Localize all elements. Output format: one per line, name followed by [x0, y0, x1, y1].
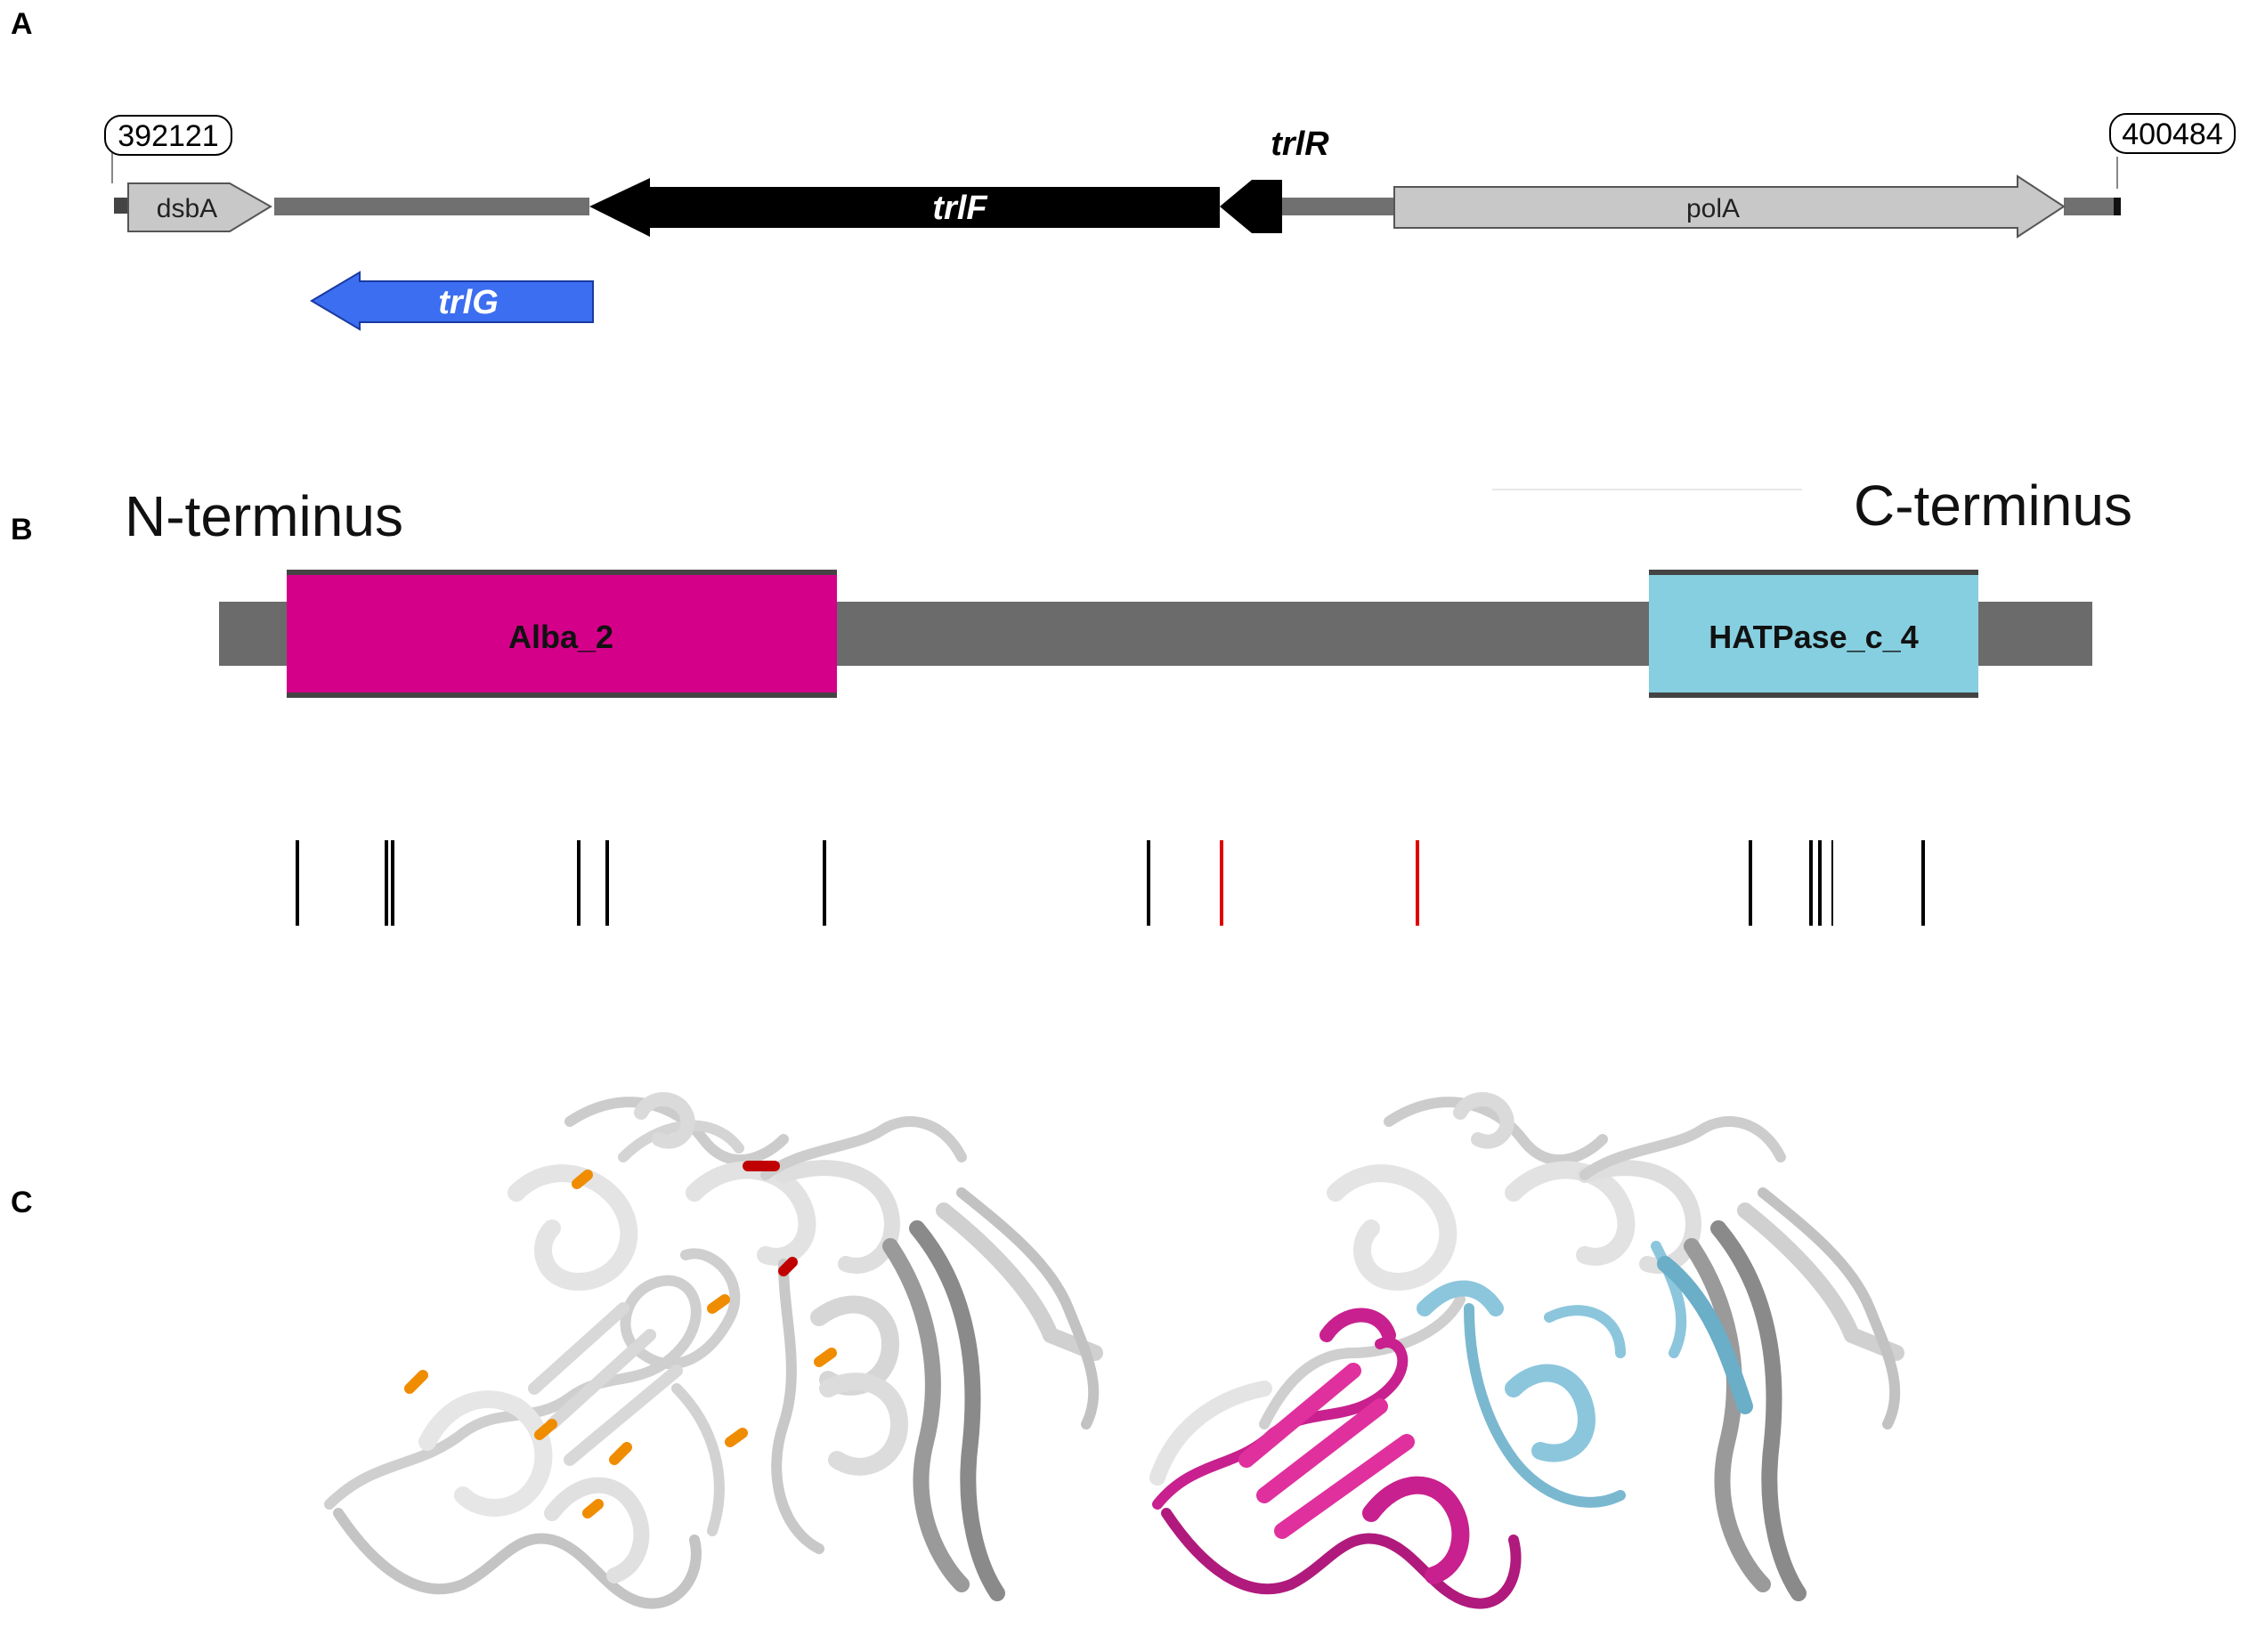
gene-label-trlF: trlF	[932, 190, 988, 227]
panel-label-b: B	[11, 513, 33, 547]
ribbon-sheet-dark	[882, 1238, 970, 1592]
ribbon-sheet-dark	[1710, 1220, 1807, 1601]
gene-label-trlG: trlG	[438, 284, 499, 321]
ribbon-helix	[507, 1164, 638, 1291]
ribbon-hatpase-sheet	[1657, 1256, 1753, 1414]
ribbon-loop	[564, 1097, 789, 1166]
genome-map: 392121 400484 dsbA trlF trlR polA trlG	[104, 113, 2236, 331]
ribbon-loop	[333, 1508, 702, 1609]
ribbon-hatpase-helix	[1505, 1364, 1595, 1462]
n-terminus-label: N-terminus	[125, 484, 403, 548]
ribbon-hatpase-loop	[1544, 1305, 1626, 1358]
ribbon-loop	[671, 1383, 725, 1536]
gene-label-polA: polA	[1686, 194, 1740, 223]
residue-orange	[534, 1419, 557, 1440]
ribbon-loop	[771, 1259, 824, 1554]
domain-alba-bottom-edge	[287, 692, 837, 698]
ribbon-helix	[819, 1373, 908, 1476]
domain-hatpase-bottom-edge	[1649, 692, 1978, 698]
ribbon-sheet-dark	[909, 1220, 1005, 1601]
ribbon-loop	[324, 1248, 741, 1510]
backbone-end-cap	[2114, 198, 2121, 215]
c-terminus-label: C-terminus	[1854, 474, 2132, 538]
ribbon-helix	[634, 1092, 695, 1149]
residue-orange	[572, 1170, 593, 1189]
ribbon-sheet	[936, 1203, 1103, 1361]
ribbon-loop	[1384, 1097, 1608, 1166]
ribbon-sheet	[528, 1302, 683, 1466]
protein-structure-right	[1149, 1092, 1904, 1609]
gene-arrow-trlR	[1220, 180, 1282, 233]
ribbon-loop	[1579, 1116, 1786, 1180]
genome-backbone	[2064, 198, 2117, 215]
start-coord: 392121	[118, 119, 218, 153]
ribbon-helix	[1505, 1161, 1636, 1266]
ribbon-sheet	[1737, 1203, 1904, 1361]
ribbon-alba-loop	[1161, 1508, 1522, 1609]
backbone-start-cap	[114, 198, 128, 214]
ribbon-sheet-dark	[1684, 1238, 1771, 1592]
ribbon-loop	[1758, 1187, 1901, 1429]
ribbon-helix	[1327, 1164, 1457, 1291]
end-coord: 400484	[2122, 117, 2222, 151]
ribbon-hatpase-loop	[1464, 1303, 1626, 1508]
ribbon-helix	[686, 1161, 816, 1266]
gene-arrow-polA	[1393, 174, 2066, 239]
variant-marks	[296, 840, 1925, 926]
domain-alba-label: Alba_2	[508, 619, 613, 655]
residue-orange	[707, 1294, 730, 1314]
ribbon-hatpase-helix	[1417, 1280, 1504, 1316]
gene-arrow-trlF	[589, 178, 1220, 237]
gene-label-dsbA: dsbA	[157, 194, 217, 223]
ribbon-helix	[1453, 1092, 1514, 1149]
residue-orange	[725, 1428, 748, 1447]
domain-alba	[287, 570, 837, 698]
genome-backbone	[1282, 198, 1394, 215]
ribbon-helix	[544, 1477, 650, 1583]
domain-hatpase-top-edge	[1649, 570, 1978, 575]
domain-alba-top-edge	[287, 570, 837, 575]
ribbon-loop	[760, 1116, 967, 1180]
residue-orange	[814, 1348, 837, 1367]
gene-arrow-dsbA	[127, 182, 272, 232]
ribbon-alba-helix	[1362, 1476, 1470, 1584]
ribbon-loop	[956, 1187, 1100, 1429]
residue-orange	[582, 1499, 604, 1518]
ribbon-alba-sheet	[1238, 1363, 1415, 1539]
panel-label-a: A	[11, 7, 33, 41]
domain-architecture: N-terminus C-terminus Alba_2 HATPase_c_4	[125, 474, 2132, 698]
residue-orange	[609, 1442, 632, 1465]
genome-backbone	[274, 198, 589, 215]
ribbon-loop	[1259, 1294, 1466, 1429]
start-coord-box	[104, 115, 232, 156]
panel-label-c: C	[11, 1186, 33, 1219]
gene-label-trlR: trlR	[1271, 126, 1329, 163]
gene-arrow-trlG	[310, 271, 594, 331]
ribbon-helix	[418, 1390, 553, 1517]
domain-hatpase	[1649, 570, 1978, 698]
domain-hatpase-label: HATPase_c_4	[1709, 619, 1918, 655]
ribbon-helix	[1149, 1381, 1272, 1486]
protein-structure-left	[324, 1092, 1103, 1609]
ribbon-alba-loop	[1152, 1337, 1409, 1510]
residue-red	[778, 1257, 798, 1276]
end-coord-box	[2109, 113, 2236, 154]
residue-orange	[404, 1370, 428, 1394]
ribbon-alba-helix	[1319, 1308, 1396, 1342]
ribbon-helix	[775, 1160, 900, 1274]
